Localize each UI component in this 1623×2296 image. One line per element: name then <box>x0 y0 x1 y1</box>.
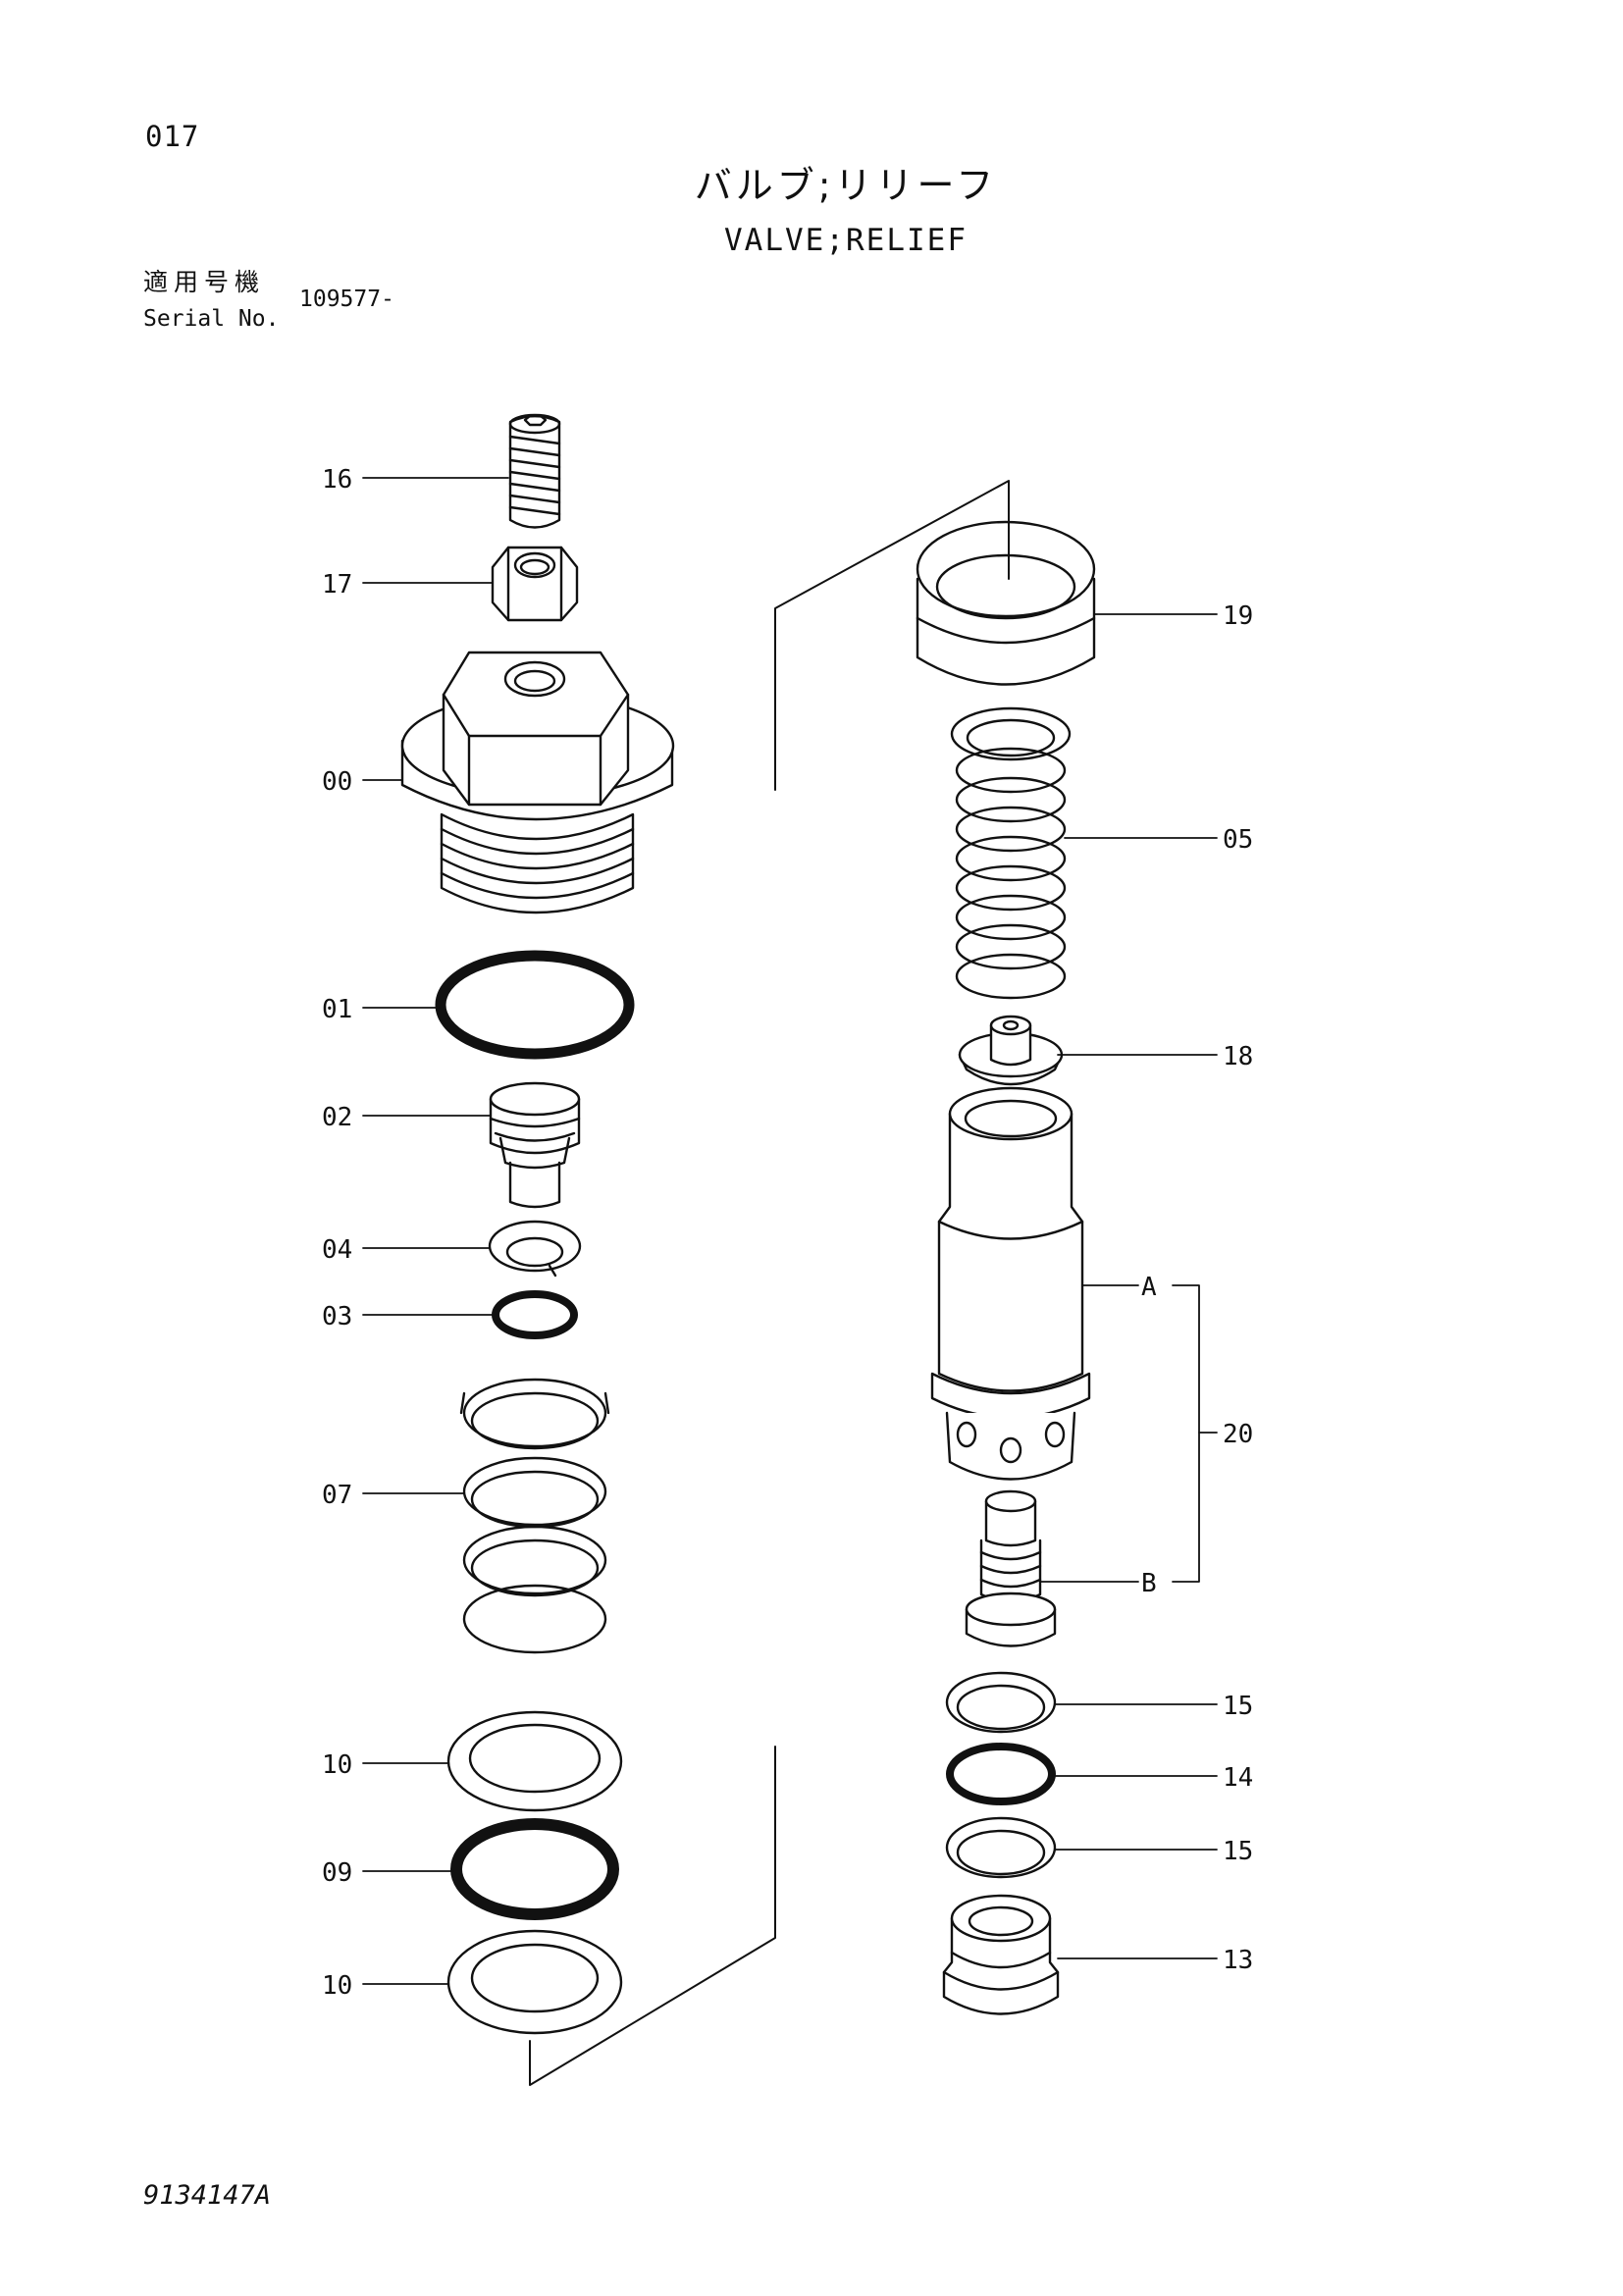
part-20B-poppet <box>965 1489 1057 1647</box>
label-00: 00 <box>322 767 352 797</box>
serial-number-value: 109577- <box>299 287 394 312</box>
label-14: 14 <box>1223 1763 1253 1793</box>
part-09-o-ring <box>450 1818 619 1920</box>
part-16-set-screw <box>508 413 561 529</box>
label-17: 17 <box>322 570 352 600</box>
label-A: A <box>1141 1273 1157 1302</box>
part-labels: 16 17 00 01 02 04 03 07 10 09 10 19 05 1… <box>322 465 1253 2001</box>
part-19-cap <box>916 520 1096 686</box>
label-15-upper: 15 <box>1223 1692 1253 1721</box>
part-04-backup-ring <box>488 1220 582 1278</box>
part-17-hex-nut <box>491 546 579 622</box>
label-03: 03 <box>322 1302 352 1331</box>
part-20A-sleeve <box>930 1086 1091 1481</box>
label-15-lower: 15 <box>1223 1837 1253 1866</box>
label-10-upper: 10 <box>322 1750 352 1780</box>
label-20: 20 <box>1223 1420 1253 1449</box>
page-number: 017 <box>145 120 200 153</box>
label-19: 19 <box>1223 601 1253 631</box>
leader-lines <box>362 477 1218 1985</box>
label-13: 13 <box>1223 1946 1253 1975</box>
label-05: 05 <box>1223 825 1253 855</box>
assembly-bracket-top <box>774 480 1010 791</box>
title-block: バルブ;リリーフ VALVE;RELIEF <box>0 155 1623 258</box>
document-code: 9134147A <box>143 2180 272 2211</box>
part-14-o-ring <box>946 1743 1056 1805</box>
part-00-plug-body <box>400 651 675 914</box>
label-04: 04 <box>322 1235 352 1265</box>
label-B: B <box>1141 1569 1157 1598</box>
label-16: 16 <box>322 465 352 495</box>
part-15-backup-ring-lower <box>945 1816 1057 1879</box>
part-10-washer-lower <box>446 1929 623 2035</box>
label-10-lower: 10 <box>322 1971 352 2001</box>
title-japanese: バルブ;リリーフ <box>694 164 998 207</box>
label-07: 07 <box>322 1481 352 1510</box>
part-13-seat <box>942 1894 1060 2015</box>
serial-label-japanese: 適用号機 <box>143 268 266 296</box>
assembly-bracket-bottom <box>529 1746 776 2086</box>
part-03-small-o-ring <box>492 1290 578 1339</box>
part-07-coil-spring <box>459 1378 610 1654</box>
label-09: 09 <box>322 1858 352 1888</box>
serial-label-english: Serial No. <box>143 306 280 332</box>
part-01-o-ring <box>435 950 635 1060</box>
part-05-spring <box>950 706 1072 1000</box>
part-10-washer-upper <box>446 1710 623 1812</box>
label-02: 02 <box>322 1103 352 1132</box>
label-18: 18 <box>1223 1042 1253 1071</box>
part-18-spring-seat <box>958 1015 1064 1086</box>
part-15-backup-ring-upper <box>945 1671 1057 1734</box>
title-english: VALVE;RELIEF <box>724 223 968 258</box>
label-01: 01 <box>322 995 352 1024</box>
part-02-poppet <box>489 1081 581 1209</box>
